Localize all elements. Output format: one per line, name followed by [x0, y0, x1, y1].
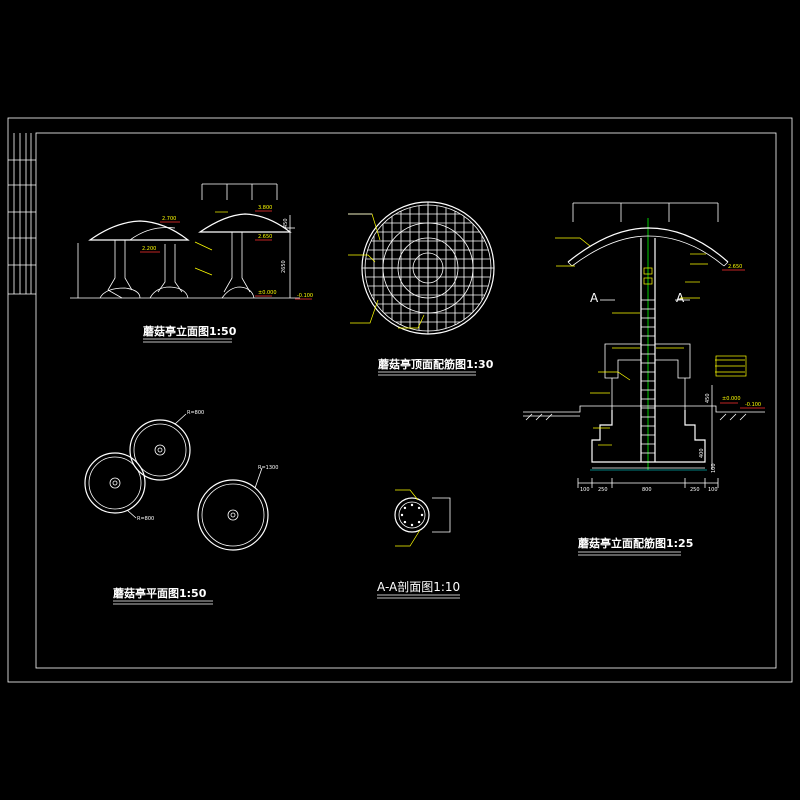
sec-e1: 2.650 [728, 264, 742, 270]
sec-b3: 800 [642, 487, 652, 493]
sec-b1: 100 [580, 487, 590, 493]
elevation-view: 3.800 2.700 2.650 2.200 2650 ±0.000 -0.1… [70, 183, 313, 343]
aa-rebar-dots [400, 503, 424, 527]
rebar-dot [417, 506, 421, 510]
section-a-left: A [590, 291, 599, 305]
plan-r3: R=1300 [258, 465, 278, 471]
sec-e3: -0.100 [745, 402, 761, 408]
elev-dim-8: 450 [283, 218, 289, 228]
column-stirrups [641, 299, 655, 454]
elev-dim-4: 2.200 [142, 246, 156, 252]
sec-h3: 100 [711, 463, 717, 473]
sec-h2: 400 [699, 448, 705, 458]
sheet-outer-border [7, 117, 793, 683]
elev-dim-6: ±0.000 [258, 290, 277, 296]
title-roof-rebar: 蘑菇亭顶面配筋图1:30 [378, 357, 494, 371]
rebar-dot [420, 513, 424, 517]
title-block-strip [8, 133, 36, 295]
sec-e2: ±0.000 [722, 396, 741, 402]
rebar-dot [400, 513, 404, 517]
elev-dim-2: 2.700 [162, 216, 176, 222]
sec-h1: 450 [705, 393, 711, 403]
title-section-rebar: 蘑菇亭立面配筋图1:25 [578, 536, 693, 550]
title-section-aa: A-A剖面图1:10 [377, 580, 460, 594]
roof-rebar-view: 蘑菇亭顶面配筋图1:30 [348, 201, 495, 376]
sheet-inner-border [35, 132, 777, 669]
rebar-dot [410, 503, 414, 507]
rebar-dot [403, 520, 407, 524]
rebar-dot [417, 520, 421, 524]
section-rebar-view: A A 100 250 800 250 [523, 202, 765, 556]
sec-b5: 100 [708, 487, 718, 493]
plan-r2: R=800 [137, 516, 154, 522]
title-plan: 蘑菇亭平面图1:50 [113, 586, 207, 600]
section-aa-view: A-A剖面图1:10 [377, 489, 460, 599]
rebar-dot [403, 506, 407, 510]
plan-view: R=800 R=800 R=1300 蘑菇亭平面图1:50 [84, 410, 278, 605]
sec-b2: 250 [598, 487, 608, 493]
elev-dim-5: 2650 [281, 260, 287, 273]
plan-r1: R=800 [187, 410, 204, 416]
elev-dim-7: -0.100 [297, 293, 313, 299]
elev-dim-3: 2.650 [258, 234, 272, 240]
sec-b4: 250 [690, 487, 700, 493]
rebar-dot [410, 523, 414, 527]
title-elevation: 蘑菇亭立面图1:50 [143, 324, 237, 338]
elev-dim-1: 3.800 [258, 205, 272, 211]
